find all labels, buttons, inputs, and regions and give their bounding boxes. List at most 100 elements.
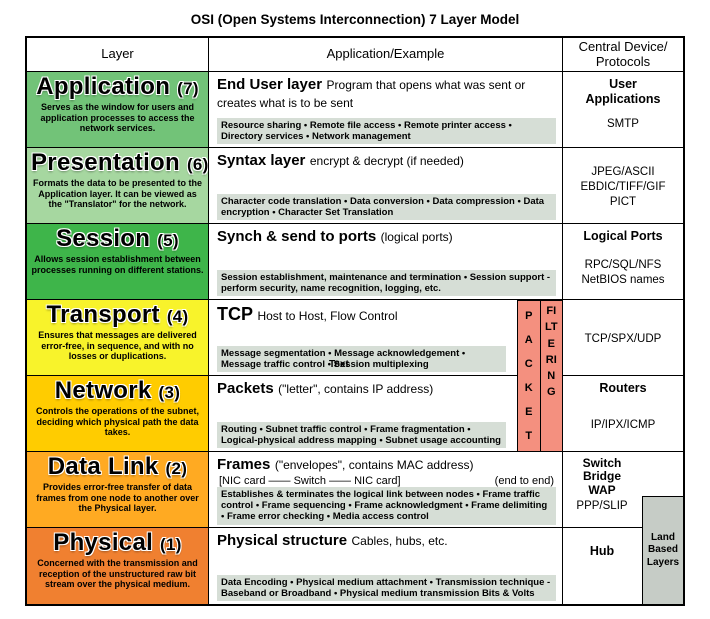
layer-cell-data-link: Data Link (2) Provides error-free transf…	[27, 452, 209, 528]
layer-title-network: Network (3)	[31, 377, 204, 404]
layer-description-data-link: Provides error-free transfer of data fra…	[36, 482, 199, 513]
example-title: Frames	[217, 456, 271, 473]
example-cell-application: End User layer Program that opens what w…	[209, 72, 563, 148]
layer-name-text: Application	[36, 73, 171, 100]
example-details: Resource sharing • Remote file access • …	[217, 117, 556, 144]
example-cell-physical: Physical structure Cables, hubs, etc. Da…	[209, 528, 563, 604]
central-cell-presentation: JPEG/ASCII EBDIC/TIFF/GIF PICT	[563, 148, 683, 224]
example-heading: Syntax layer encrypt & decrypt (if neede…	[217, 152, 556, 170]
layer-number-text: (6)	[186, 155, 209, 174]
layer-description-presentation: Formats the data to be presented to the …	[32, 178, 203, 209]
example-heading: Physical structure Cables, hubs, etc.	[217, 532, 556, 550]
layer-number-text: (7)	[177, 79, 199, 98]
example-details: Character code translation • Data conver…	[217, 193, 556, 220]
details-bold-text: Character Set Translation	[278, 206, 394, 218]
example-cell-session: Synch & send to ports (logical ports) Se…	[209, 224, 563, 300]
details-text: Routing • Subnet traffic control • Frame…	[221, 423, 501, 446]
osi-table: Layer Application/Example Central Device…	[25, 36, 685, 606]
example-subtitle: ("envelopes", contains MAC address)	[274, 458, 474, 472]
layer-name-text: Session	[56, 225, 151, 252]
details-text: Data Encoding • Physical medium attachme…	[221, 576, 551, 599]
central-cell-application: User Applications SMTP	[563, 72, 683, 148]
example-details: Session establishment, maintenance and t…	[217, 269, 556, 296]
header-layer: Layer	[27, 38, 209, 72]
example-subtitle: Cables, hubs, etc.	[351, 534, 448, 548]
central-cell-session: Logical Ports RPC/SQL/NFS NetBIOS names	[563, 224, 683, 300]
example-details: Routing • Subnet traffic control • Frame…	[217, 421, 506, 448]
example-heading: Synch & send to ports (logical ports)	[217, 228, 556, 246]
layer-cell-session: Session (5) Allows session establishment…	[27, 224, 209, 300]
layer-title-transport: Transport (4)	[31, 301, 204, 328]
device-label: Routers	[599, 381, 647, 395]
protocols-label: JPEG/ASCII EBDIC/TIFF/GIF PICT	[580, 166, 666, 208]
example-heading: TCP Host to Host, Flow Control	[217, 304, 556, 325]
example-cell-data-link: Frames ("envelopes", contains MAC addres…	[209, 452, 563, 528]
protocols-label: SMTP	[607, 118, 639, 130]
layer-cell-presentation: Presentation (6) Formats the data to be …	[27, 148, 209, 224]
central-cell-transport: TCP/SPX/UDP	[563, 300, 683, 376]
example-title: End User layer	[217, 76, 323, 93]
example-heading: End User layer Program that opens what w…	[217, 76, 556, 112]
layer-number-text: (2)	[165, 459, 188, 478]
example-title: Physical structure	[217, 532, 348, 549]
layer-number-text: (3)	[158, 383, 181, 402]
packet-vertical-text: PACKET	[524, 310, 533, 442]
layer-cell-application: Application (7) Serves as the window for…	[27, 72, 209, 148]
example-subtitle: ("letter", contains IP address)	[278, 382, 434, 396]
example-title: Syntax layer	[217, 152, 306, 169]
header-central-device: Central Device/ Protocols	[563, 38, 683, 72]
packet-column: PACKET	[518, 301, 540, 451]
example-subtitle: Program that opens what was sent or crea…	[217, 78, 526, 110]
example-cell-network: Packets ("letter", contains IP address) …	[209, 376, 563, 452]
layer-name-text: Network	[54, 377, 152, 404]
text-artifact: Text	[329, 359, 349, 371]
layer-description-physical: Concerned with the transmission and rece…	[37, 558, 198, 589]
layer-name-text: Physical	[53, 529, 154, 556]
layer-title-application: Application (7)	[31, 73, 204, 100]
example-heading: Packets ("letter", contains IP address)	[217, 380, 556, 398]
device-label: Hub	[589, 544, 615, 558]
layer-cell-physical: Physical (1) Concerned with the transmis…	[27, 528, 209, 604]
layer-number-text: (5)	[157, 231, 179, 250]
details-text: Resource sharing • Remote file access • …	[221, 119, 512, 142]
layer-cell-transport: Transport (4) Ensures that messages are …	[27, 300, 209, 376]
layer-name-text: Transport	[46, 301, 160, 328]
example-details: Establishes & terminates the logical lin…	[217, 486, 556, 525]
example-title: Synch & send to ports	[217, 228, 377, 245]
filtering-vertical-text: FILTERING	[544, 305, 558, 399]
header-application-example: Application/Example	[209, 38, 563, 72]
details-text: Session establishment, maintenance and t…	[221, 271, 551, 294]
layer-description-network: Controls the operations of the subnet, d…	[35, 406, 199, 437]
details-text: Message segmentation • Message acknowled…	[221, 347, 466, 370]
layer-cell-network: Network (3) Controls the operations of t…	[27, 376, 209, 452]
nic-card-diagram: [NIC card —— Switch —— NIC card] (end to…	[217, 474, 556, 487]
example-subtitle: encrypt & decrypt (if needed)	[309, 154, 464, 168]
example-subtitle: Host to Host, Flow Control	[257, 309, 398, 323]
layer-title-session: Session (5)	[31, 225, 204, 252]
device-label: User Applications	[585, 77, 661, 106]
layer-number-text: (1)	[160, 535, 182, 554]
example-title: Packets	[217, 380, 274, 397]
layer-number-text: (4)	[166, 307, 189, 326]
example-heading: Frames ("envelopes", contains MAC addres…	[217, 456, 556, 474]
filtering-column: FILTERING	[539, 301, 563, 451]
protocols-label: PPP/SLIP	[576, 500, 628, 513]
protocols-label: TCP/SPX/UDP	[584, 333, 662, 345]
central-cell-data-link: Switch Bridge WAP PPP/SLIP	[563, 452, 683, 528]
example-details: Message segmentation • Message acknowled…	[217, 345, 506, 372]
device-label: Switch Bridge WAP	[582, 456, 622, 497]
example-cell-transport: TCP Host to Host, Flow Control Message s…	[209, 300, 563, 376]
protocols-label: IP/IPX/ICMP	[590, 419, 656, 431]
page-title: OSI (Open Systems Interconnection) 7 Lay…	[190, 12, 520, 27]
layer-description-application: Serves as the window for users and appli…	[40, 102, 195, 133]
land-based-layers-strip: Land Based Layers	[642, 496, 683, 604]
details-text: Establishes & terminates the logical lin…	[221, 488, 548, 523]
layer-title-physical: Physical (1)	[31, 529, 204, 556]
example-cell-presentation: Syntax layer encrypt & decrypt (if neede…	[209, 148, 563, 224]
layer-description-session: Allows session establishment between pro…	[31, 254, 204, 275]
layer-title-presentation: Presentation (6)	[31, 150, 208, 175]
details-text: Character code translation • Data conver…	[221, 195, 545, 218]
end-to-end-text: (end to end)	[494, 474, 554, 487]
example-subtitle: (logical ports)	[380, 230, 453, 244]
